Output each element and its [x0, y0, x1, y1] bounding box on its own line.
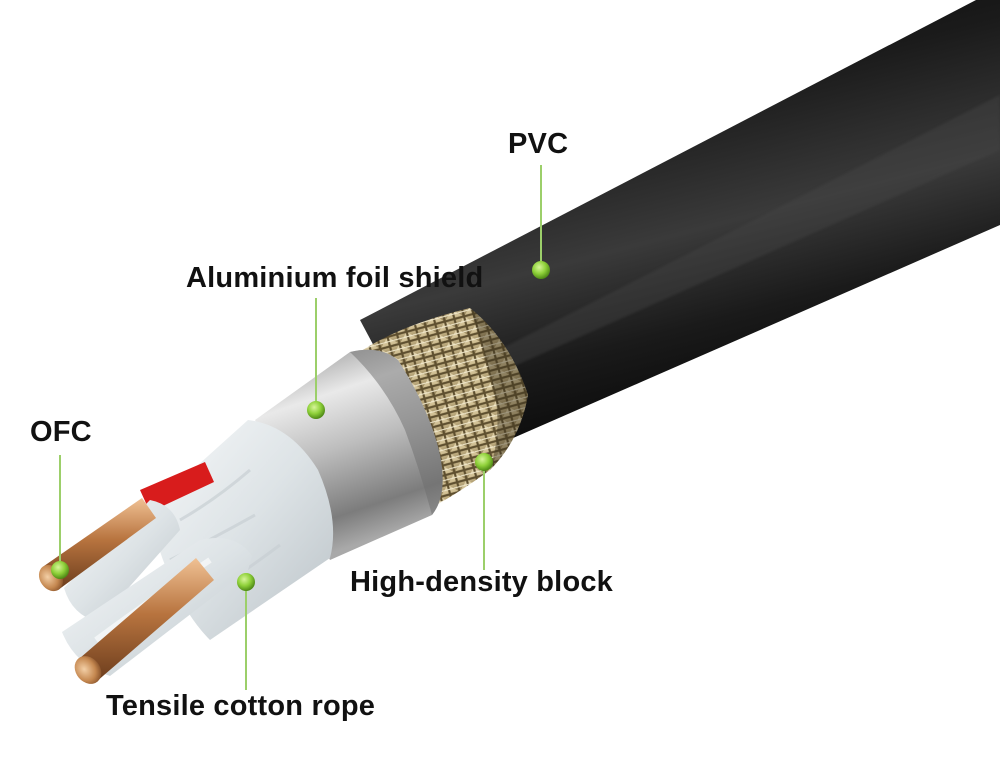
- high-density-block-label: High-density block: [350, 566, 613, 599]
- pvc-label: PVC: [508, 128, 568, 161]
- green-dot-icon: [532, 261, 550, 279]
- green-dot-icon: [307, 401, 325, 419]
- green-dot-icon: [237, 573, 255, 591]
- green-dot-icon: [475, 453, 493, 471]
- ofc-label: OFC: [30, 416, 92, 449]
- aluminium-foil-shield-label: Aluminium foil shield: [186, 262, 483, 295]
- tensile-cotton-rope-label: Tensile cotton rope: [106, 690, 375, 723]
- green-dot-icon: [51, 561, 69, 579]
